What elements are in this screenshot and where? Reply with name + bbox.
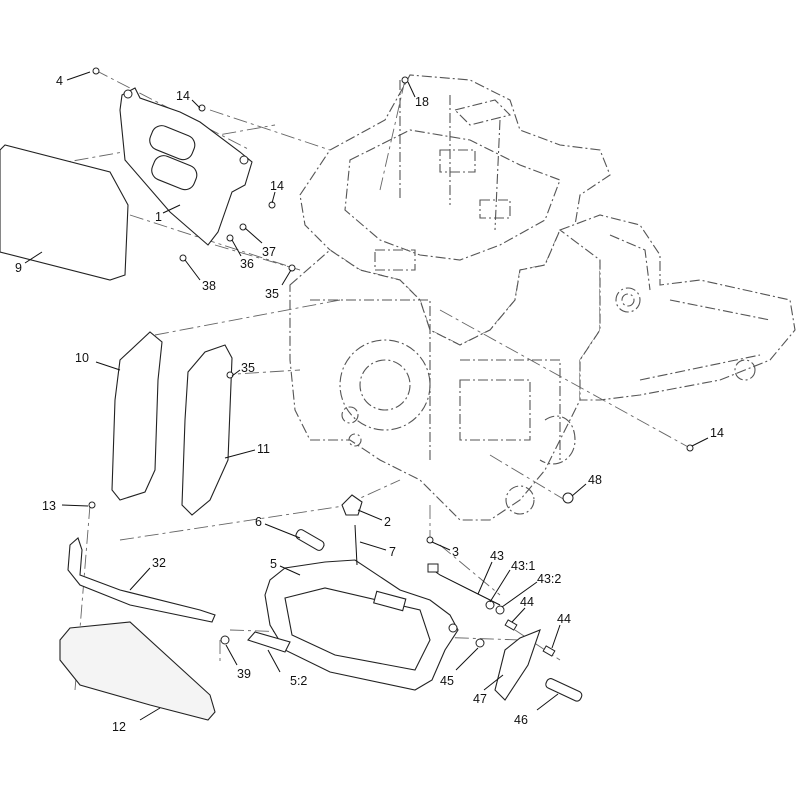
callout-32: 32 xyxy=(152,556,166,570)
part-10-side-panel xyxy=(111,331,163,501)
callout-35: 35 xyxy=(241,361,255,375)
callout-44: 44 xyxy=(557,612,571,626)
callout-labels: 4 14 18 1 14 9 37 36 38 35 10 35 11 14 4… xyxy=(15,74,724,734)
part-6-pin xyxy=(295,529,325,551)
callout-47: 47 xyxy=(473,692,487,706)
part-46-pivot-pin xyxy=(545,678,583,702)
part-2-bumper xyxy=(341,494,363,516)
callout-46: 46 xyxy=(514,713,528,727)
part-9-cover-panel xyxy=(0,144,129,281)
part-47-pedal xyxy=(494,629,541,701)
callout-7: 7 xyxy=(389,545,396,559)
part-1-mounting-plate xyxy=(119,87,253,246)
callout-44: 44 xyxy=(520,595,534,609)
callout-43-1: 43:1 xyxy=(511,559,535,573)
part-43-2-washer xyxy=(495,605,505,615)
part-7-bolt xyxy=(354,524,358,566)
callout-11: 11 xyxy=(257,442,270,456)
part-11-side-panel xyxy=(181,344,233,516)
callout-14: 14 xyxy=(270,179,284,193)
callout-43-2: 43:2 xyxy=(537,572,561,586)
callout-37: 37 xyxy=(262,245,276,259)
leader-lines xyxy=(24,71,709,721)
part-12-floor-plate xyxy=(59,621,216,721)
callout-36: 36 xyxy=(240,257,254,271)
callout-6: 6 xyxy=(255,515,262,529)
callout-4: 4 xyxy=(56,74,63,88)
callout-1: 1 xyxy=(155,210,162,224)
callout-10: 10 xyxy=(75,351,89,365)
callout-5-2: 5:2 xyxy=(290,674,307,688)
part-43-1-washer xyxy=(485,600,495,610)
callout-12: 12 xyxy=(112,720,126,734)
callout-18: 18 xyxy=(415,95,429,109)
part-44-spring-right xyxy=(542,645,556,657)
callout-45: 45 xyxy=(440,674,454,688)
callout-38: 38 xyxy=(202,279,216,293)
part-44-spring-left xyxy=(504,619,518,631)
callout-43: 43 xyxy=(490,549,504,563)
callout-14: 14 xyxy=(710,426,724,440)
callout-39: 39 xyxy=(237,667,251,681)
part-43-cable xyxy=(427,563,501,606)
part-5-housing xyxy=(264,559,459,691)
callout-3: 3 xyxy=(452,545,459,559)
callout-48: 48 xyxy=(588,473,602,487)
part-32-linkage-rod xyxy=(67,537,216,623)
callout-35: 35 xyxy=(265,287,279,301)
hardware xyxy=(88,67,694,645)
part-5-2-decal xyxy=(247,631,291,653)
part-45-clip xyxy=(475,638,485,648)
callout-9: 9 xyxy=(15,261,22,275)
callout-2: 2 xyxy=(384,515,391,529)
callout-5: 5 xyxy=(270,557,277,571)
callout-14: 14 xyxy=(176,89,190,103)
main-frame xyxy=(289,74,796,521)
callout-13: 13 xyxy=(42,499,56,513)
